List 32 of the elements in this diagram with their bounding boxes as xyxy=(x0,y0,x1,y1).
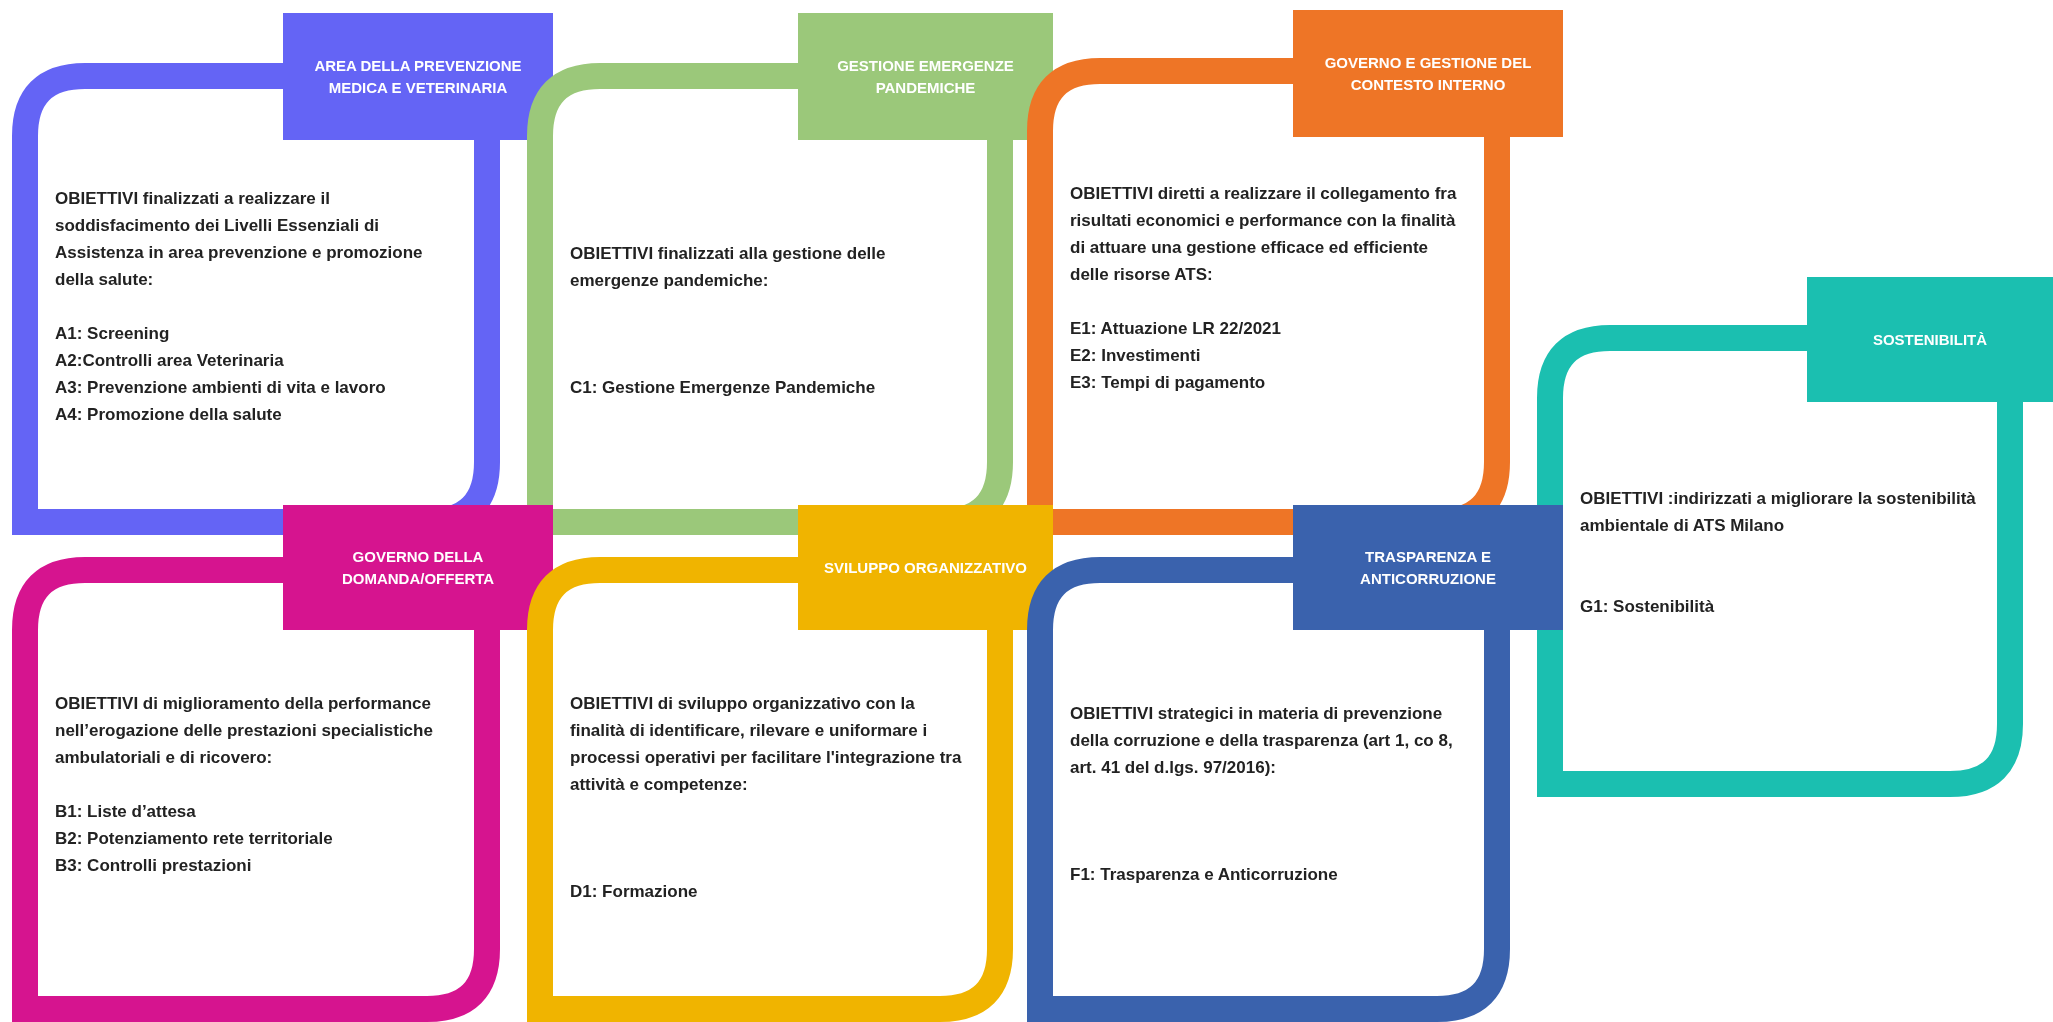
objective-card xyxy=(1027,505,1563,1022)
objective-card xyxy=(12,505,553,1022)
objective-description: OBIETTIVI strategici in materia di prevenzione della corruzione e della trasparenza (art 1, co 8, art. 41 del d.lgs. 97/2016): xyxy=(1070,703,1454,779)
objective-description: OBIETTIVI :indirizzati a migliorare la sostenibilità ambientale di ATS Milano xyxy=(1580,488,1977,537)
objective-item: B1: Liste d’attesa xyxy=(55,801,197,823)
objective-item: A2:Controlli area Veterinaria xyxy=(55,350,285,372)
objective-item: D1: Formazione xyxy=(570,881,699,903)
card-header: SOSTENIBILITÀ xyxy=(1807,277,2053,402)
objective-item: E1: Attuazione LR 22/2021 xyxy=(1070,318,1282,340)
objective-item: F1: Trasparenza e Anticorruzione xyxy=(1070,864,1339,886)
card-header: GOVERNO E GESTIONE DEL CONTESTO INTERNO xyxy=(1293,10,1563,137)
card-header: SVILUPPO ORGANIZZATIVO xyxy=(798,505,1053,630)
objective-item: G1: Sostenibilità xyxy=(1580,596,1716,618)
card-header: TRASPARENZA E ANTICORRUZIONE xyxy=(1293,505,1563,630)
objective-item: E2: Investimenti xyxy=(1070,345,1202,367)
objective-description: OBIETTIVI finalizzati a realizzare il soddisfacimento dei Livelli Essenziali di Assistenza in area prevenzione e promozione della salute: xyxy=(55,188,424,291)
objective-card xyxy=(527,505,1053,1022)
objective-description: OBIETTIVI di sviluppo organizzativo con la finalità di identificare, rilevare e uniformare i processi operativi per facilitare l'integrazione tra attività e competenze: xyxy=(570,693,963,796)
objective-description: OBIETTIVI finalizzati alla gestione delle emergenze pandemiche: xyxy=(570,243,887,292)
objective-item: C1: Gestione Emergenze Pandemiche xyxy=(570,377,877,399)
objective-item: A4: Promozione della salute xyxy=(55,404,283,426)
card-header: GOVERNO DELLA DOMANDA/OFFERTA xyxy=(283,505,553,630)
objective-card xyxy=(1537,277,2053,797)
objective-item: B2: Potenziamento rete territoriale xyxy=(55,828,334,850)
card-header: GESTIONE EMERGENZE PANDEMICHE xyxy=(798,13,1053,140)
card-header: AREA DELLA PREVENZIONE MEDICA E VETERINARIA xyxy=(283,13,553,140)
objective-description: OBIETTIVI diretti a realizzare il collegamento fra risultati economici e performance con la finalità di attuare una gestione efficace ed efficiente delle risorse ATS: xyxy=(1070,183,1458,286)
objective-item: B3: Controlli prestazioni xyxy=(55,855,253,877)
objective-item: A3: Prevenzione ambienti di vita e lavoro xyxy=(55,377,387,399)
objective-item: A1: Screening xyxy=(55,323,171,345)
objective-item: E3: Tempi di pagamento xyxy=(1070,372,1267,394)
objective-description: OBIETTIVI di miglioramento della performance nell’erogazione delle prestazioni specialistiche ambulatoriali e di ricovero: xyxy=(55,693,434,769)
